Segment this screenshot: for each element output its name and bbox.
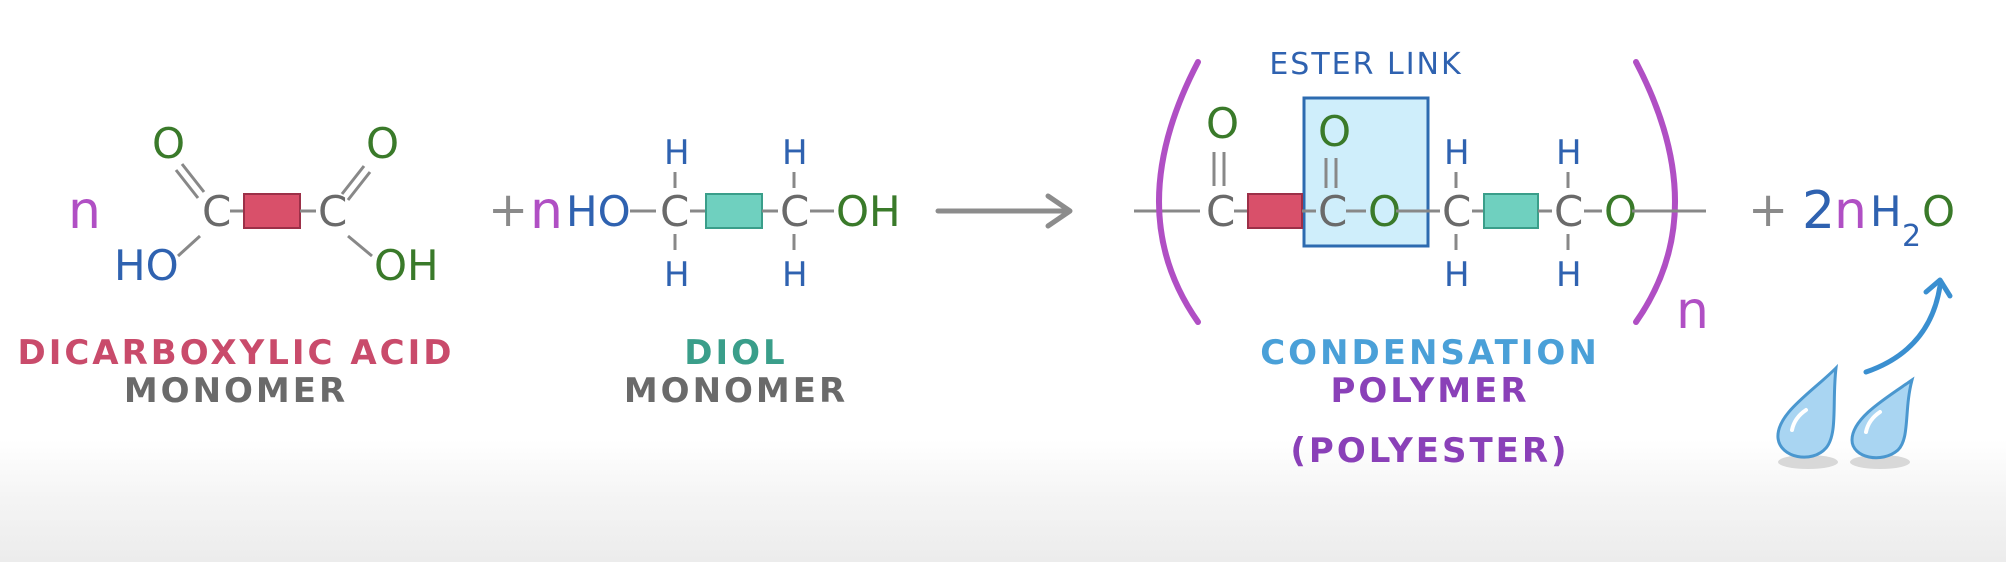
diol-carbon-1: C xyxy=(660,187,689,236)
acid-label-type: MONOMER xyxy=(124,371,348,411)
diol-hydroxyl-right: OH xyxy=(836,187,901,236)
diol-hydrogen-1-top: H xyxy=(664,133,690,173)
acid-coefficient: n xyxy=(68,181,101,241)
acid-label-name: DICARBOXYLIC ACID xyxy=(17,333,454,373)
polymer-oxygen-end: O xyxy=(1604,187,1637,236)
plus-sign-1: + xyxy=(488,182,528,238)
polymer-oxygen-ester-carbonyl: O xyxy=(1318,107,1351,156)
water-droplet-right-icon xyxy=(1850,376,1915,469)
polymer-carbon-3: C xyxy=(1442,187,1471,236)
diol-monomer: n HO C H H C H H OH DIOL MONOMER xyxy=(530,133,901,411)
polymer-oxygen-1: O xyxy=(1206,99,1239,148)
acid-double-bond-right-a xyxy=(340,165,366,195)
acid-carbon-left: C xyxy=(202,187,231,236)
water-subscript: 2 xyxy=(1902,219,1921,254)
acid-bond-oh-left xyxy=(176,234,202,258)
acid-hydroxyl-right: OH xyxy=(374,241,439,290)
acid-bond-oh-right xyxy=(347,234,373,258)
polymer-label-line1: CONDENSATION xyxy=(1260,333,1600,373)
acid-oxygen-left: O xyxy=(152,119,185,168)
acid-hydroxyl-left: HO xyxy=(114,241,179,290)
polymer-label-line2: POLYMER xyxy=(1330,371,1529,411)
diol-hydrogen-2-bottom: H xyxy=(782,255,808,295)
polymer-carbon-1: C xyxy=(1206,187,1235,236)
diol-r-group-block xyxy=(705,193,763,229)
condensation-polymer: ESTER LINK O C O C O C H H C H xyxy=(1134,47,1709,471)
dicarboxylic-acid-monomer: n O C HO C O OH DICARBOXYLIC ACID MONOME… xyxy=(17,119,454,411)
repeat-bracket-left xyxy=(1156,59,1201,325)
water-release-arrow xyxy=(1863,283,1943,375)
diol-coefficient: n xyxy=(530,181,563,241)
polymer-hydrogen-4-bottom: H xyxy=(1556,255,1582,295)
acid-double-bond-left-a xyxy=(180,163,206,193)
polymer-carbon-4: C xyxy=(1554,187,1583,236)
diol-label-type: MONOMER xyxy=(624,371,848,411)
water-release-arrowhead xyxy=(1923,277,1953,299)
water-product: 2 n H 2 O xyxy=(1776,181,1955,469)
water-oxygen: O xyxy=(1922,187,1955,236)
polymer-acid-r-block xyxy=(1247,193,1303,229)
diol-label-name: DIOL xyxy=(684,333,787,373)
polymer-carbon-ester: C xyxy=(1318,187,1347,236)
polymer-hydrogen-3-bottom: H xyxy=(1444,255,1470,295)
plus-sign-2: + xyxy=(1748,182,1788,238)
acid-oxygen-right: O xyxy=(366,119,399,168)
acid-double-bond-left-b xyxy=(174,169,200,199)
polymer-hydrogen-4-top: H xyxy=(1556,133,1582,173)
reaction-arrow xyxy=(935,193,1073,229)
polymer-oxygen-ester: O xyxy=(1368,187,1401,236)
acid-carbon-right: C xyxy=(318,187,347,236)
ester-link-label: ESTER LINK xyxy=(1269,47,1462,82)
polymer-diol-r-block xyxy=(1483,193,1539,229)
diol-hydrogen-2-top: H xyxy=(782,133,808,173)
water-droplet-left-icon xyxy=(1776,363,1838,469)
repeat-subscript-n: n xyxy=(1676,281,1709,341)
polymer-hydrogen-3-top: H xyxy=(1444,133,1470,173)
water-hydrogen: H xyxy=(1870,187,1902,236)
diol-hydroxyl-left: HO xyxy=(566,187,631,236)
diol-carbon-2: C xyxy=(780,187,809,236)
acid-double-bond-right-b xyxy=(346,171,372,201)
polymer-label-line3: (POLYESTER) xyxy=(1290,431,1569,471)
water-coefficient: 2 xyxy=(1802,181,1835,241)
acid-r-group-block xyxy=(243,193,301,229)
water-n: n xyxy=(1834,181,1867,241)
diol-hydrogen-1-bottom: H xyxy=(664,255,690,295)
repeat-bracket-right xyxy=(1633,59,1678,325)
